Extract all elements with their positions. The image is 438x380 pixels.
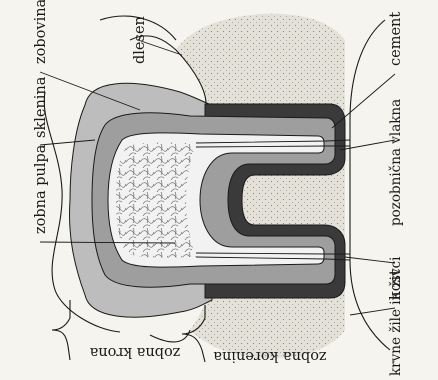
label-zobovina: zobovina: [33, 0, 49, 64]
label-kost: kost: [388, 269, 404, 300]
label-dlesen: dlesen: [132, 16, 148, 64]
label-pozobnicna-vlakna: pozobnična vlakna: [388, 99, 404, 226]
label-zobna-pulpa: zobna pulpa: [33, 144, 49, 234]
label-cement: cement: [388, 12, 404, 66]
pulp-tissue-pattern: [116, 143, 196, 258]
label-zobna-krona: zobna krona: [89, 344, 180, 360]
crown-brace: [52, 300, 70, 360]
bone-right-curve: [350, 20, 390, 350]
leader-pozobnicna-vlakna: [340, 140, 395, 150]
label-zobna-korenina: zobna korenina: [213, 348, 327, 364]
label-sklenina: sklenina: [33, 76, 49, 138]
